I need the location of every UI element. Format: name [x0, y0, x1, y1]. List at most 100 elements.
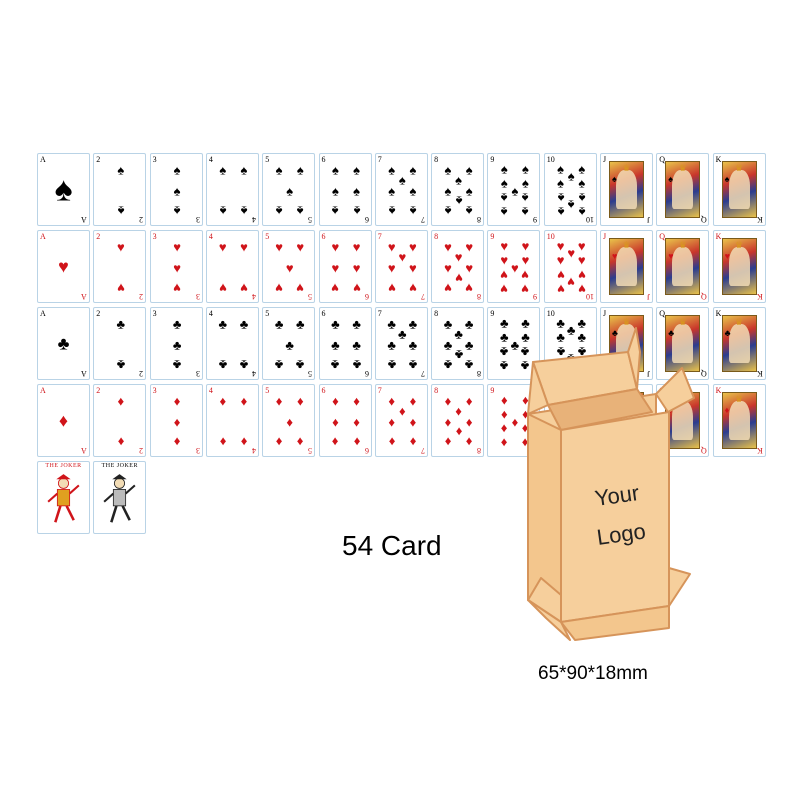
spade-icon: ♠: [668, 174, 674, 184]
card-index-top: 3: [152, 155, 157, 164]
diamond-icon: ♦: [409, 393, 417, 409]
club-icon: ♣: [172, 316, 182, 332]
heart-icon: ♥: [500, 238, 509, 254]
diamond-icon: ♦: [353, 414, 360, 429]
club-icon: ♣: [218, 316, 228, 332]
spade-icon: ♠: [409, 162, 417, 178]
card-index-top: 8: [434, 155, 439, 164]
jester-icon: [47, 474, 80, 523]
heart-icon: ♥: [352, 239, 361, 255]
card-index-top: A: [40, 309, 46, 318]
club-icon: ♣: [510, 337, 520, 352]
heart-icon: ♥: [398, 249, 407, 265]
diamond-icon: ♦: [522, 406, 529, 422]
heart-icon: ♥: [409, 260, 417, 275]
spade-icon: ♠: [500, 161, 508, 177]
card-index-top: 3: [152, 386, 157, 395]
card-index-top: 3: [152, 232, 157, 241]
jester-icon: [103, 474, 136, 523]
heart-icon: ♥: [454, 249, 463, 265]
heart-icon: ♥: [275, 239, 283, 255]
spade-icon: ♠: [455, 172, 463, 188]
spade-icon: ♠: [388, 162, 396, 178]
diamond-icon: ♦: [296, 393, 304, 409]
card-index-top: 4: [208, 386, 213, 395]
club-icon: ♣: [285, 337, 294, 352]
club-icon: ♣: [454, 326, 463, 342]
diamond-icon: ♦: [724, 405, 730, 415]
spade-icon: ♠: [54, 170, 73, 208]
crown-icon: ♛: [622, 163, 631, 173]
face-card-portrait: ♛♥: [665, 238, 701, 295]
card-index-top: 5: [265, 155, 270, 164]
club-icon: ♣: [464, 316, 474, 332]
card-index-top: 7: [377, 155, 382, 164]
club-icon: ♣: [566, 322, 576, 338]
crown-icon: ♛: [735, 394, 744, 404]
club-icon: ♣: [668, 328, 675, 338]
heart-icon: ♥: [465, 239, 474, 255]
heart-icon: ♥: [556, 252, 565, 268]
card-index-top: 4: [208, 232, 213, 241]
card-index-top: 10: [546, 155, 555, 164]
box-top-flap-edge: [627, 327, 641, 390]
diamond-icon: ♦: [388, 393, 396, 409]
card-count-caption: 54 Card: [342, 530, 442, 561]
diamond-icon: ♦: [465, 393, 473, 409]
diamond-icon: ♦: [219, 393, 227, 409]
spade-icon: ♠: [500, 175, 508, 191]
spade-icon: ♠: [522, 161, 529, 177]
crown-icon: ♛: [678, 317, 687, 327]
heart-icon: ♥: [577, 252, 586, 268]
heart-icon: ♥: [409, 239, 417, 255]
crown-icon: ♛: [622, 240, 631, 250]
diamond-icon: ♦: [511, 414, 519, 429]
card-index-top: K: [715, 386, 722, 395]
face-card-portrait: ♛♥: [721, 238, 757, 295]
spade-icon: ♠: [444, 183, 452, 198]
spade-icon: ♠: [557, 161, 565, 177]
spade-icon: ♠: [331, 183, 339, 198]
diamond-icon: ♦: [117, 393, 125, 409]
spade-icon: ♠: [612, 174, 617, 184]
club-icon: ♣: [577, 329, 587, 345]
card-index-top: J: [603, 232, 607, 241]
heart-icon: ♥: [218, 239, 227, 255]
diamond-icon: ♦: [500, 392, 508, 408]
heart-icon: ♥: [465, 260, 474, 275]
face-card-portrait: ♛♣: [721, 315, 757, 372]
box-logo-line1: Your: [593, 480, 640, 511]
club-icon: ♣: [387, 316, 396, 332]
spade-icon: ♠: [388, 183, 396, 198]
heart-icon: ♥: [58, 256, 69, 276]
card-index-top: 2: [96, 309, 101, 318]
heart-icon: ♥: [240, 239, 248, 255]
spade-icon: ♠: [173, 183, 181, 198]
crown-icon: ♛: [735, 240, 744, 250]
spade-icon: ♠: [275, 162, 283, 178]
club-icon: ♣: [464, 337, 474, 352]
crown-icon: ♛: [678, 240, 687, 250]
spade-icon: ♠: [557, 175, 565, 191]
card-index-top: J: [603, 309, 607, 318]
diamond-icon: ♦: [332, 414, 339, 429]
joker-title: THE JOKER: [45, 463, 82, 469]
